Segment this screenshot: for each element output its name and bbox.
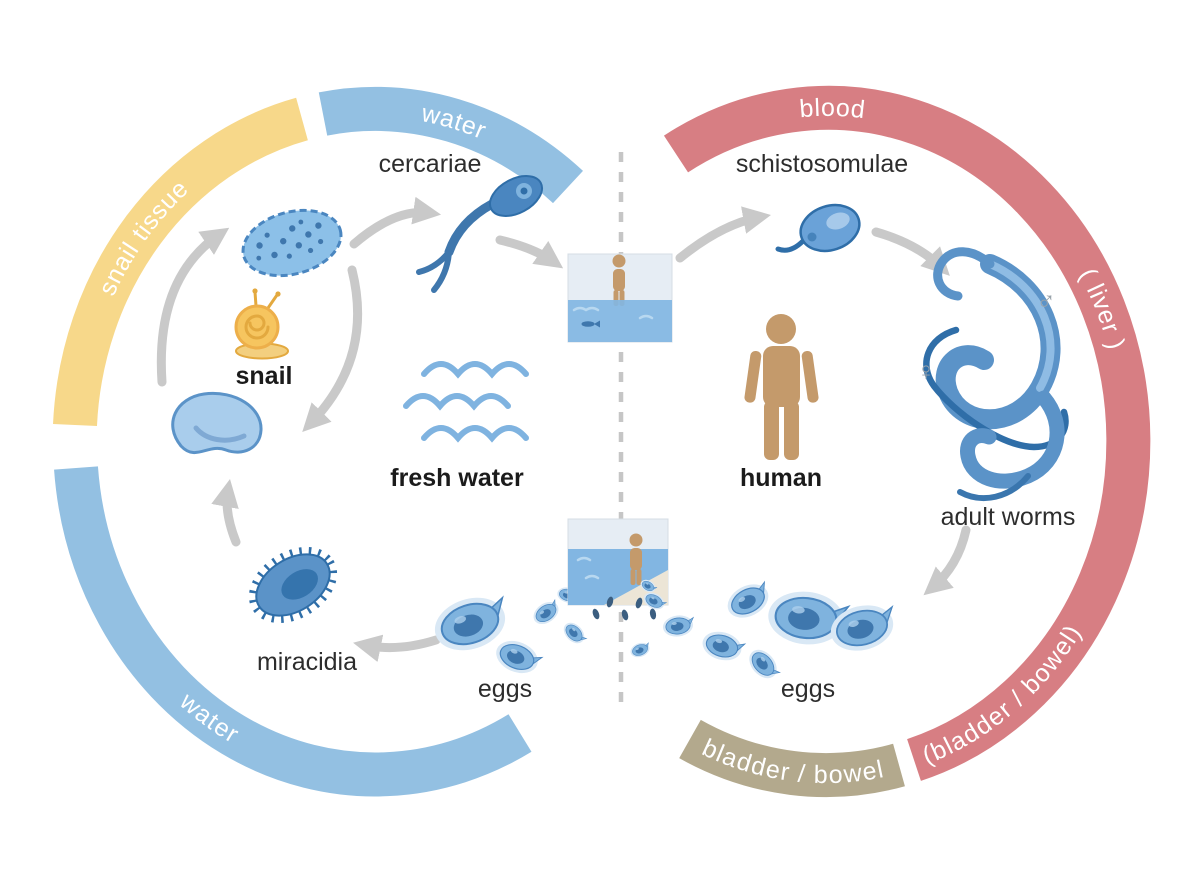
snail-tissue-arc bbox=[53, 97, 309, 427]
female-symbol: ♀ bbox=[916, 356, 936, 386]
sporocyst-top-illustration bbox=[241, 208, 343, 278]
arrow-cercariae-to-water-contact bbox=[495, 235, 564, 269]
miracidium-illustration bbox=[248, 546, 338, 624]
water-top-arc bbox=[318, 86, 583, 204]
fresh-water-waves bbox=[403, 361, 529, 443]
eggs-right-label: eggs bbox=[781, 675, 835, 703]
blood-liver-arc bbox=[663, 85, 1151, 781]
arrow-adult-worms-to-eggs bbox=[923, 525, 971, 596]
footprints bbox=[592, 596, 657, 621]
bladder-bowel-exit-arc bbox=[679, 719, 905, 797]
water-bottom-arc bbox=[54, 466, 532, 797]
cycle-arrows bbox=[156, 196, 971, 663]
arrow-miracidia-to-snail bbox=[211, 479, 241, 547]
miracidia-label: miracidia bbox=[257, 648, 357, 676]
eggs-left-label: eggs bbox=[478, 675, 532, 703]
water-contact-photo bbox=[567, 253, 673, 343]
schistosomulae-label: schistosomulae bbox=[736, 150, 908, 178]
cercaria-illustration bbox=[416, 175, 543, 293]
arrow-snail-cycle-up bbox=[156, 227, 230, 387]
fish-icon bbox=[581, 321, 595, 327]
arrow-snail-cycle-down bbox=[302, 265, 363, 433]
human-label: human bbox=[740, 464, 822, 492]
adult-worms-label: adult worms bbox=[941, 503, 1076, 531]
arrow-sporocyst-to-cercariae bbox=[349, 196, 442, 249]
male-symbol: ♂ bbox=[1036, 285, 1056, 315]
arrow-water-contact-to-schistosomulae bbox=[675, 206, 771, 263]
arrow-eggs-to-miracidia bbox=[353, 634, 441, 663]
snail-illustration bbox=[234, 288, 289, 360]
water-exit-photo bbox=[567, 518, 669, 606]
fresh-water-label: fresh water bbox=[390, 464, 524, 492]
cercariae-label: cercariae bbox=[379, 150, 482, 178]
adult-worms-illustration bbox=[923, 247, 1069, 501]
schistosomula-illustration bbox=[775, 203, 861, 253]
snail-label: snail bbox=[236, 362, 293, 390]
blood-arc-label: blood bbox=[798, 94, 867, 124]
sporocyst-bottom-illustration bbox=[171, 391, 263, 454]
human-figure bbox=[744, 314, 819, 460]
